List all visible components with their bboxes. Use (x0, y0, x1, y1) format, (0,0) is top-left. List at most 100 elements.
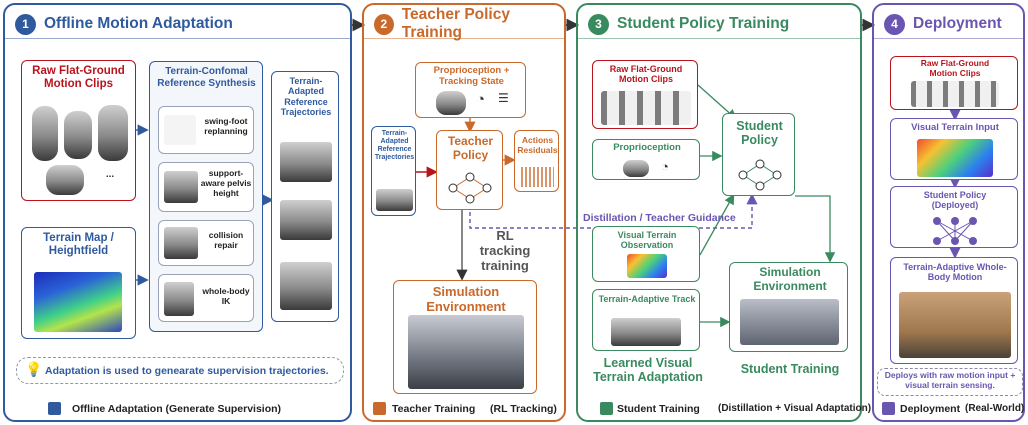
stage3-legend-sub: (Distillation + Visual Adaptation) (718, 403, 872, 414)
student-deployed-label: Student Policy (Deployed) (923, 190, 987, 211)
terrain-track-box: Terrain-Adaptive Track (592, 289, 700, 351)
raw-motion-clips-box: Raw Flat-Ground Motion Clips ... (21, 60, 136, 201)
learned-adaptation-label: Learned Visual Terrain Adaptation (593, 356, 703, 385)
teacher-network-icon (448, 172, 492, 204)
stage2-number: 2 (374, 13, 394, 35)
step-swing-foot-label: swing-foot replanning (204, 116, 248, 136)
stage1-note-box: 💡 Adaptation is used to genearate superv… (16, 357, 344, 384)
stage4-walking-sequence (911, 81, 999, 107)
stage1-header-rule (5, 38, 350, 39)
whole-body-motion-box: Terrain-Adaptive Whole-Body Motion (890, 257, 1018, 364)
stage3-title: Student Policy Training (617, 15, 790, 32)
visual-obs-label: Visual Terrain Observation (617, 230, 677, 251)
stage4-header-rule (874, 38, 1023, 39)
stage2-legend-sub: (RL Tracking) (490, 403, 557, 415)
checklist-icon: ☰ (498, 91, 509, 105)
stage3-walking-sequence (601, 91, 691, 125)
stage4-title: Deployment (913, 15, 1002, 32)
heightfield-image (34, 272, 122, 332)
terrain-track-label: Terrain-Adaptive Track (598, 294, 696, 304)
stage3-sim-env-label: Simulation Environment (753, 265, 827, 293)
student-deployed-box: Student Policy (Deployed) (890, 186, 1018, 248)
stage4-raw-clips-box: Raw Flat-Ground Motion Clips (890, 56, 1018, 110)
stage2-refs-image (376, 189, 413, 211)
visual-input-image (917, 139, 993, 177)
stage1-header: 1 Offline Motion Adaptation (5, 5, 233, 43)
trajectory-stairs-3 (280, 262, 332, 310)
terrain-map-box: Terrain Map / Heightfield (21, 227, 136, 339)
stage1-legend-swatch (48, 402, 61, 415)
stage3-speedometer-icon: ◔ (661, 159, 669, 174)
stage3-legend-swatch (600, 402, 613, 415)
stage2-title: Teacher Policy Training (401, 6, 510, 41)
swing-foot-graph-icon (164, 115, 196, 145)
whole-body-motion-label: Terrain-Adaptive Whole-Body Motion (903, 262, 1007, 283)
adapted-trajectories-title: Terrain-Adapted Reference Trajectories (280, 76, 332, 118)
stage3-sim-env-box: Simulation Environment (729, 262, 848, 352)
stage2-sim-env-box: Simulation Environment (393, 280, 537, 394)
actions-residuals-box: Actions Residuals (514, 130, 559, 192)
stage4-note-box: Deploys with raw motion input + visual t… (877, 368, 1023, 396)
student-network-icon (738, 159, 782, 191)
stage3-proprio-label: Proprioception (613, 142, 681, 153)
stage2-header: 2 Teacher Policy Training (364, 5, 564, 43)
stage1-number: 1 (15, 13, 36, 35)
humanoid-figure-3 (98, 105, 128, 161)
visual-input-label: Visual Terrain Input (911, 122, 999, 133)
lightbulb-icon: 💡 (25, 361, 43, 377)
stage3-robot-icon (623, 160, 649, 177)
step-pelvis-height: support-aware pelvis height (158, 162, 254, 212)
step-whole-body-ik-label: whole-body IK (202, 286, 250, 306)
humanoid-figure-4 (46, 165, 84, 195)
visual-obs-image (627, 254, 667, 278)
stage2-header-rule (364, 38, 564, 39)
stage4-legend-swatch (882, 402, 895, 415)
stage4-legend-label: Deployment (900, 403, 961, 415)
stage4-note-text: Deploys with raw motion input + visual t… (884, 370, 1016, 390)
step-collision-repair-label: collision repair (208, 230, 244, 250)
stage1-note-text: Adaptation is used to genearate supervis… (45, 365, 329, 377)
speedometer-icon: ◔ (476, 91, 486, 108)
residuals-bars-image (521, 167, 554, 187)
stage2-sim-image (408, 315, 524, 389)
student-policy-label: Student Policy (736, 119, 783, 148)
stage3-header-rule (578, 38, 860, 39)
adapted-trajectories-box: Terrain-Adapted Reference Trajectories (271, 71, 339, 322)
stage2-adapted-refs-label: Terrain-Adapted Reference Trajectories (374, 130, 415, 162)
stage2-proprio-label: Proprioception + Tracking State (433, 65, 510, 87)
stage2-legend-label: Teacher Training (392, 403, 476, 415)
trajectory-stairs-1 (280, 142, 332, 182)
stage2-adapted-refs-box: Terrain-Adapted Reference Trajectories (371, 126, 416, 216)
student-training-label: Student Training (740, 362, 840, 376)
student-policy-box: Student Policy (722, 113, 795, 196)
stage2-panel: 2 Teacher Policy Training (362, 3, 566, 422)
whole-body-ik-image (164, 282, 194, 316)
stage2-robot-icon (436, 91, 466, 115)
more-clips-ellipsis: ... (105, 169, 115, 180)
stage3-sim-image (740, 299, 839, 345)
stage3-header: 3 Student Policy Training (578, 5, 789, 43)
stage2-legend-swatch (373, 402, 386, 415)
step-pelvis-height-label: support-aware pelvis height (200, 168, 252, 198)
reference-synthesis-title: Terrain-Confomal Reference Synthesis (157, 66, 256, 89)
pelvis-height-image (164, 171, 198, 203)
stage4-number: 4 (884, 13, 905, 35)
stage4-panel: 4 Deployment (872, 3, 1025, 422)
stage3-proprio-box: Proprioception ◔ (592, 139, 700, 180)
reference-synthesis-box: Terrain-Confomal Reference Synthesis swi… (149, 61, 263, 332)
stage2-proprio-box: Proprioception + Tracking State ◔ ☰ (415, 62, 526, 118)
step-whole-body-ik: whole-body IK (158, 274, 254, 322)
real-world-image (899, 292, 1011, 358)
stage3-panel: 3 Student Policy Training (576, 3, 862, 422)
rl-tracking-label: RL tracking training (479, 228, 531, 273)
stage1-legend-label: Offline Adaptation (Generate Supervision… (72, 403, 282, 415)
stage2-sim-env-label: Simulation Environment (426, 284, 506, 314)
stage3-number: 3 (588, 13, 609, 35)
teacher-policy-box: Teacher Policy (436, 130, 503, 210)
stage4-raw-clips-label: Raw Flat-Ground Motion Clips (920, 58, 990, 78)
step-swing-foot: swing-foot replanning (158, 106, 254, 154)
collision-repair-image (164, 227, 198, 259)
stage3-raw-clips-label: Raw Flat-Ground Motion Clips (609, 64, 683, 85)
distillation-label: Distillation / Teacher Guidance (583, 212, 736, 224)
stage4-legend-sub: (Real-World) (965, 403, 1025, 414)
